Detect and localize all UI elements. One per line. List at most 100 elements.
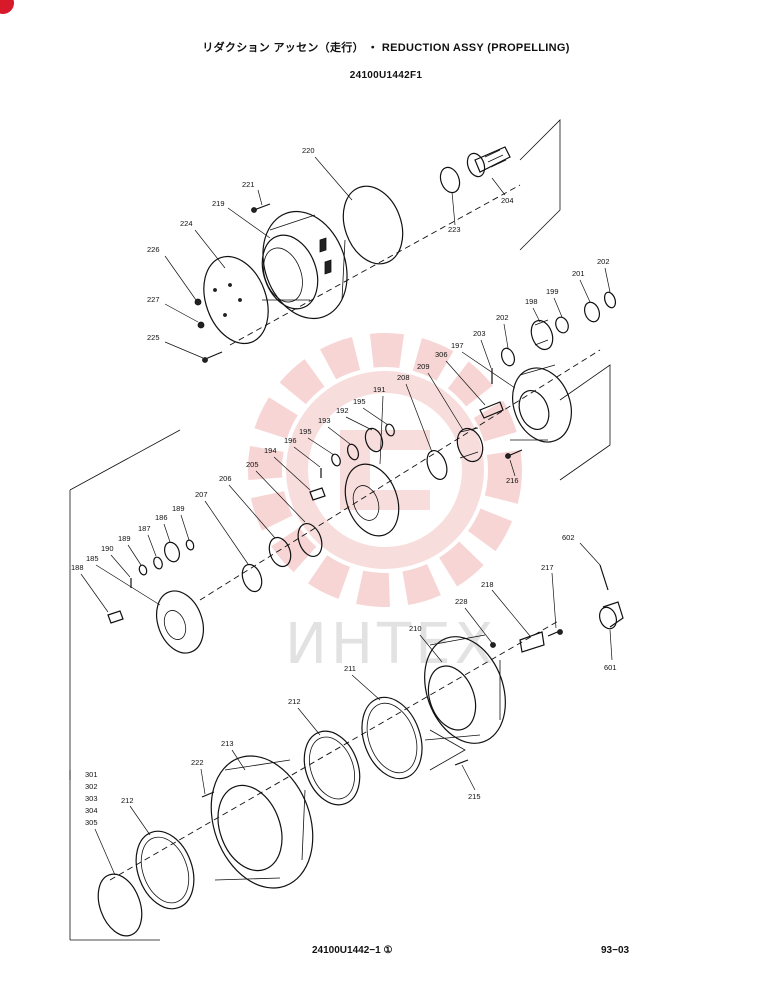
- hub-210: [424, 634, 506, 744]
- label-205: 205: [246, 460, 259, 469]
- o-ring-301-305: [97, 873, 143, 937]
- label-208: 208: [397, 373, 410, 382]
- label-225: 225: [147, 333, 160, 342]
- washer-202a: [603, 291, 617, 309]
- lower-assembly-group: [69, 564, 624, 941]
- leader-lines: [80, 156, 613, 876]
- seal-212b: [135, 830, 195, 910]
- cover-224: [203, 255, 269, 345]
- label-186: 186: [155, 513, 168, 522]
- top-assembly-group: [194, 119, 561, 363]
- label-602: 602: [562, 533, 575, 542]
- label-301: 301: [85, 770, 98, 779]
- label-223: 223: [448, 225, 461, 234]
- shaft-601: [598, 601, 624, 630]
- bearing-187: [153, 556, 163, 570]
- page-title: リダクション アッセン（走行） ・ REDUCTION ASSY (PROPEL…: [202, 42, 570, 54]
- drawing-number: 24100U1442F1: [349, 70, 423, 81]
- label-188: 188: [71, 563, 84, 572]
- label-209: 209: [417, 362, 430, 371]
- label-197: 197: [451, 341, 464, 350]
- label-216: 216: [506, 476, 519, 485]
- pin-602: [599, 564, 609, 591]
- label-221: 221: [242, 180, 255, 189]
- watermark-gear-icon: [248, 333, 522, 607]
- label-212b: 212: [121, 796, 134, 805]
- bearing-198: [530, 319, 554, 351]
- washer-195a: [331, 453, 341, 467]
- label-192: 192: [336, 406, 349, 415]
- label-198: 198: [525, 297, 538, 306]
- watermark-text: ИНТЕХ: [285, 612, 497, 677]
- label-195: 195: [353, 397, 366, 406]
- housing-213: [210, 755, 314, 889]
- o-ring-220: [342, 185, 404, 265]
- label-185: 185: [86, 554, 99, 563]
- plug-226: [194, 298, 202, 306]
- gear-186: [163, 541, 181, 563]
- label-211: 211: [344, 664, 356, 673]
- label-306: 306: [435, 350, 448, 359]
- bearing-193: [346, 443, 360, 461]
- plate-218: [519, 631, 545, 653]
- race-199: [555, 316, 569, 334]
- label-206: 206: [219, 474, 232, 483]
- shaft-306: [479, 401, 504, 419]
- label-201: 201: [572, 269, 585, 278]
- carrier-191: [344, 463, 400, 537]
- washer-195b: [385, 423, 395, 437]
- carrier-197: [510, 364, 572, 443]
- label-202b: 202: [496, 313, 509, 322]
- label-189: 189: [172, 504, 185, 513]
- shim-223: [439, 166, 461, 194]
- label-222: 222: [191, 758, 204, 767]
- bolt-217: [547, 629, 563, 637]
- gear-209: [456, 427, 484, 463]
- label-210: 210: [409, 624, 422, 633]
- housing-219: [261, 210, 348, 320]
- label-207: 207: [195, 490, 208, 499]
- seal-211: [361, 696, 423, 780]
- label-195b: 195: [299, 427, 312, 436]
- label-228: 228: [455, 597, 468, 606]
- footer-drawing-code: 24100U1442−1 ①: [312, 945, 393, 956]
- label-305: 305: [85, 818, 98, 827]
- label-196: 196: [284, 436, 297, 445]
- label-303: 303: [85, 794, 98, 803]
- label-199: 199: [546, 287, 559, 296]
- snap-ring-208: [426, 449, 448, 481]
- label-227: 227: [147, 295, 160, 304]
- ring-205: [297, 522, 323, 558]
- label-193: 193: [318, 416, 331, 425]
- label-217: 217: [541, 563, 554, 572]
- shaft-194: [309, 487, 326, 501]
- label-213: 213: [221, 739, 234, 748]
- label-202: 202: [597, 257, 610, 266]
- label-220: 220: [302, 146, 315, 155]
- bolt-216: [505, 449, 523, 459]
- label-189b: 189: [118, 534, 131, 543]
- shaft-204: [466, 146, 511, 178]
- label-304: 304: [85, 806, 98, 815]
- shaft-188: [107, 610, 124, 624]
- label-191: 191: [373, 385, 386, 394]
- label-212: 212: [288, 697, 301, 706]
- label-204: 204: [501, 196, 514, 205]
- snap-ring-207: [241, 563, 263, 593]
- bolt-221: [251, 203, 271, 213]
- spacer-201: [583, 301, 601, 323]
- seal-212a: [303, 730, 361, 806]
- label-218: 218: [481, 580, 494, 589]
- label-224: 224: [180, 219, 193, 228]
- pin-222: [201, 791, 215, 798]
- label-215: 215: [468, 792, 481, 801]
- label-187: 187: [138, 524, 151, 533]
- label-190: 190: [101, 544, 114, 553]
- middle-assembly-group: [69, 291, 617, 780]
- label-302: 302: [85, 782, 98, 791]
- bolt-225: [202, 351, 223, 363]
- carrier-185: [156, 590, 204, 654]
- footer-page-number: 93−03: [601, 945, 630, 956]
- plug-227: [197, 321, 205, 329]
